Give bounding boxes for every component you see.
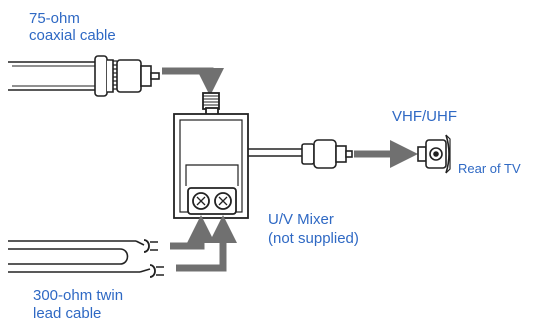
twin-arrow-1 xyxy=(170,215,215,250)
coaxial-cable xyxy=(8,55,160,97)
twin-lead-cable xyxy=(8,239,164,278)
uv-mixer xyxy=(173,92,249,219)
twin-label-line1: 300-ohm twin xyxy=(33,287,124,304)
vhf-uhf-label: VHF/UHF xyxy=(392,108,457,125)
twin-label-line2: lead cable xyxy=(33,305,102,322)
mixer-output-cable xyxy=(248,139,353,169)
coax-label-line2: coaxial cable xyxy=(29,27,116,44)
coax-label-line1: 75-ohm xyxy=(29,10,80,27)
rear-of-tv-label: Rear of TV xyxy=(458,161,521,176)
mixer-label-line2: (not supplied) xyxy=(268,230,359,247)
mixer-label-line1: U/V Mixer xyxy=(268,211,334,228)
tv-terminal xyxy=(417,134,451,174)
coax-arrow xyxy=(162,67,224,96)
twin-arrow-2 xyxy=(176,215,237,272)
